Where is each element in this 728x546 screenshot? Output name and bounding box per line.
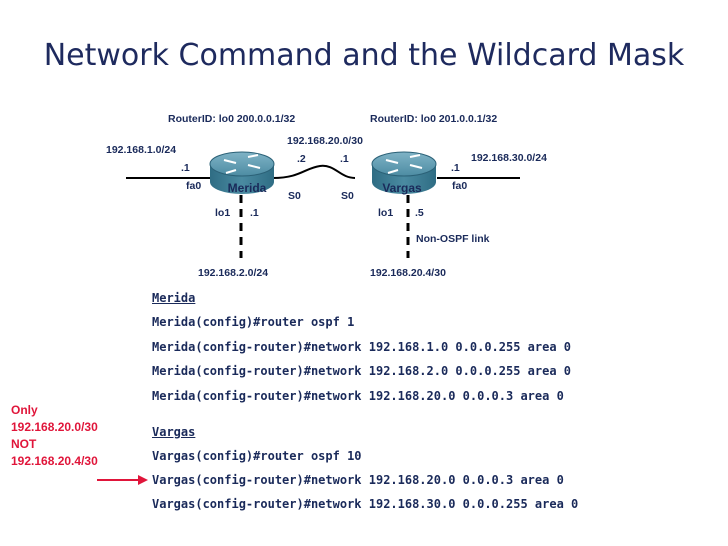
merida-config-line: Merida(config-router)#network 192.168.20… (152, 389, 564, 403)
non-ospf-link-label: Non-OSPF link (416, 233, 490, 245)
merida-lo1-host-label: .1 (250, 207, 259, 219)
network-192-168-2-label: 192.168.2.0/24 (198, 267, 268, 279)
router-arrows-icon (223, 154, 261, 174)
merida-config-line: Merida(config)#router ospf 1 (152, 315, 355, 329)
router-arrows-icon (385, 154, 423, 174)
routerid-vargas-label: RouterID: lo0 201.0.0.1/32 (370, 113, 497, 125)
vargas-config-heading: Vargas (152, 425, 196, 439)
merida-fa0-label: fa0 (186, 180, 201, 192)
merida-lo1-label: lo1 (215, 207, 230, 219)
serial-link (272, 164, 356, 179)
router-vargas[interactable]: Vargas (371, 151, 437, 195)
annotation-line: 192.168.20.4/30 (11, 454, 98, 468)
router-name: Merida (228, 181, 267, 195)
vargas-fa0-host-label: .1 (451, 162, 460, 174)
vargas-config-line: Vargas(config)#router ospf 10 (152, 449, 362, 463)
routerid-merida-label: RouterID: lo0 200.0.0.1/32 (168, 113, 295, 125)
network-192-168-30-label: 192.168.30.0/24 (471, 152, 547, 164)
vargas-lo1-label: lo1 (378, 207, 393, 219)
router-name: Vargas (382, 181, 422, 195)
router-top (209, 151, 275, 177)
vargas-s0-label: S0 (341, 190, 354, 202)
network-192-168-20-label: 192.168.20.0/30 (287, 135, 363, 147)
annotation-arrow-icon (97, 475, 148, 485)
router-merida[interactable]: Merida (209, 151, 275, 195)
merida-config-line: Merida(config-router)#network 192.168.2.… (152, 364, 572, 378)
annotation-line: Only (11, 403, 38, 417)
network-192-168-20-4-label: 192.168.20.4/30 (370, 267, 446, 279)
vargas-config-line: Vargas(config-router)#network 192.168.30… (152, 497, 579, 511)
merida-config-heading: Merida (152, 291, 196, 305)
merida-config-line: Merida(config-router)#network 192.168.1.… (152, 340, 572, 354)
slide-title: Network Command and the Wildcard Mask (43, 38, 685, 73)
vargas-fa0-label: fa0 (452, 180, 467, 192)
vargas-config-line: Vargas(config-router)#network 192.168.20… (152, 473, 564, 487)
router-top (371, 151, 437, 177)
merida-s0-host-label: .2 (297, 153, 306, 165)
annotation-line: NOT (11, 437, 37, 451)
merida-s0-label: S0 (288, 190, 301, 202)
vargas-lo1-host-label: .5 (415, 207, 424, 219)
annotation-note: Only 192.168.20.0/30 NOT 192.168.20.4/30 (11, 402, 98, 470)
vargas-s0-host-label: .1 (340, 153, 349, 165)
merida-fa0-host-label: .1 (181, 162, 190, 174)
network-192-168-1-label: 192.168.1.0/24 (106, 144, 176, 156)
annotation-line: 192.168.20.0/30 (11, 420, 98, 434)
